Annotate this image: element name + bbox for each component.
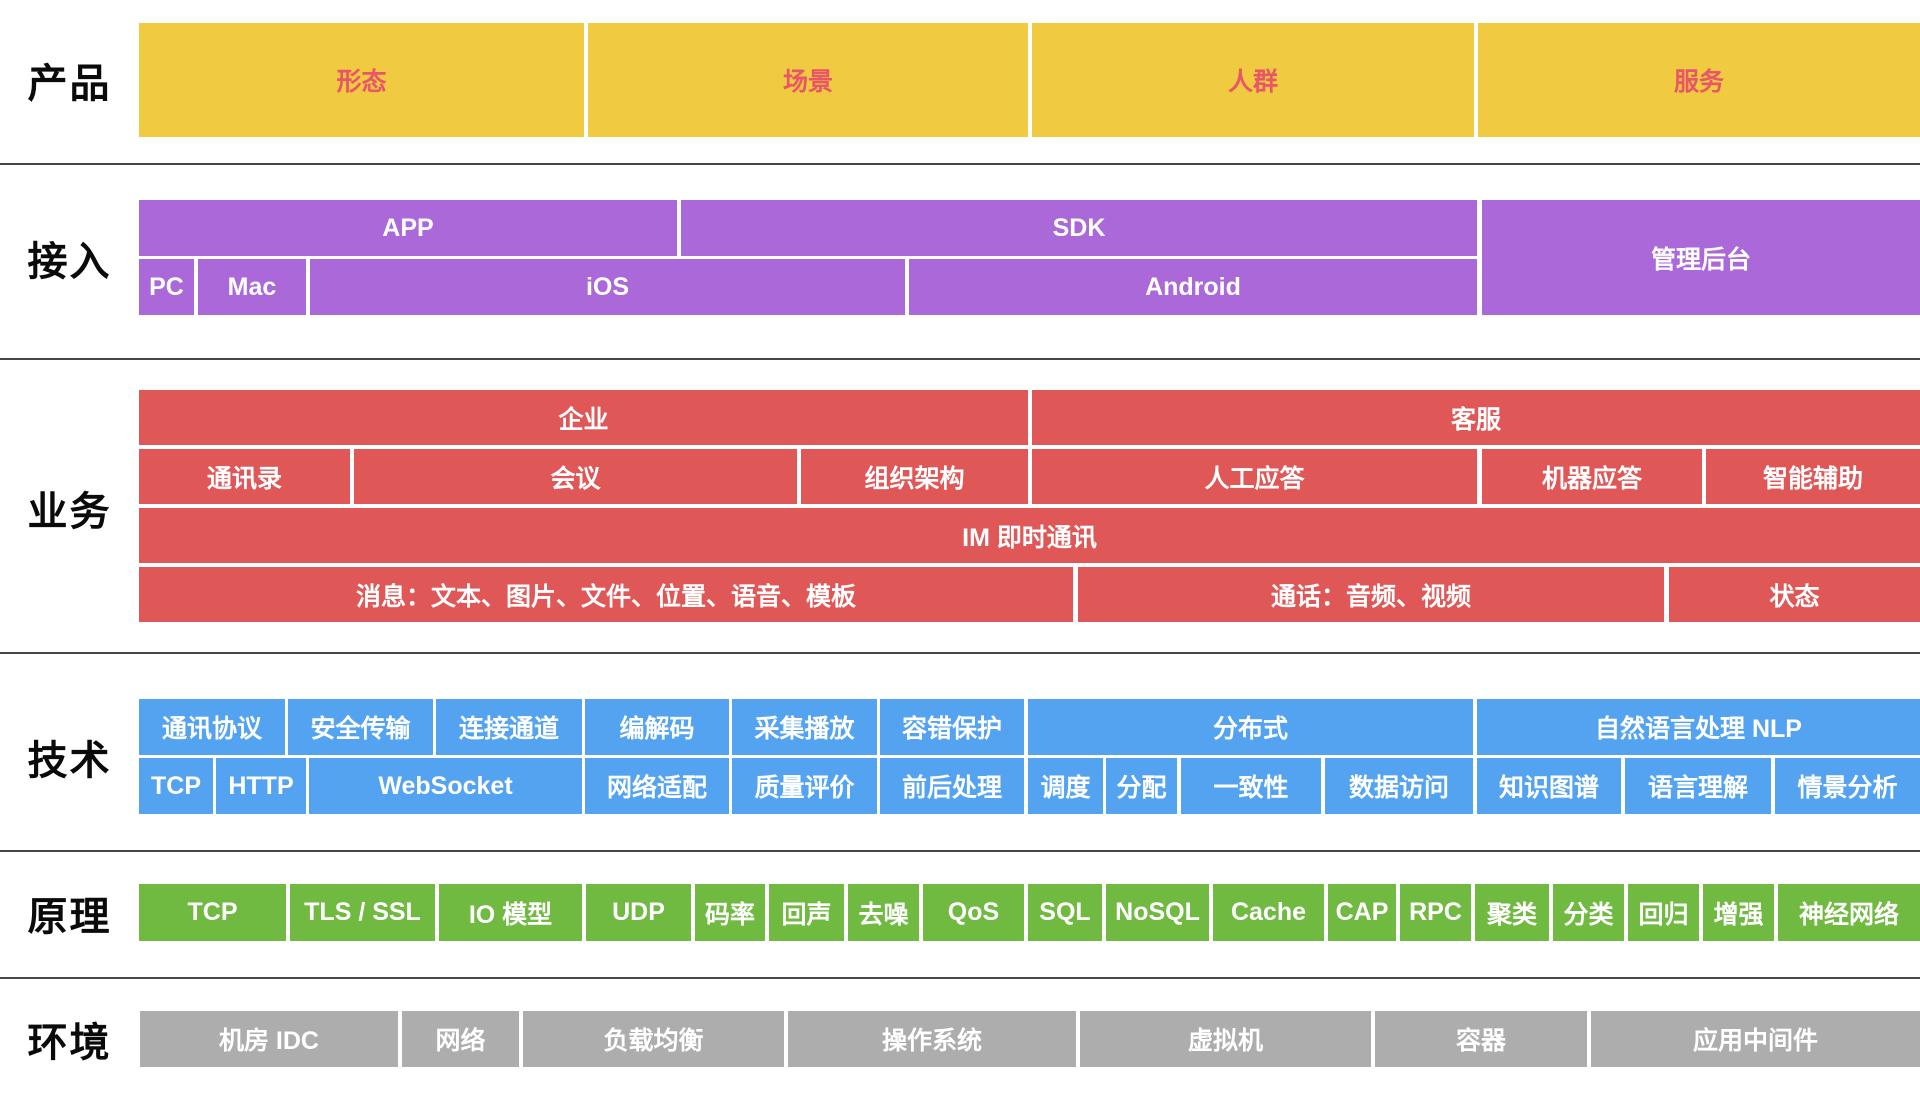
technology-block: 数据访问 — [1325, 758, 1473, 814]
row-label-product: 产品 — [27, 62, 112, 106]
access-block: APP — [139, 200, 677, 256]
principle-block: UDP — [586, 884, 691, 941]
principle-block: 分类 — [1553, 884, 1624, 941]
divider-line — [0, 652, 1920, 654]
principle-block: 神经网络 — [1778, 884, 1920, 941]
access-block: Mac — [198, 259, 306, 315]
business-block: IM 即时通讯 — [139, 508, 1920, 563]
principle-block: SQL — [1028, 884, 1102, 941]
technology-block: 情景分析 — [1775, 758, 1920, 814]
technology-block: 分布式 — [1028, 699, 1473, 755]
technology-block: 语言理解 — [1625, 758, 1771, 814]
row-label-environment: 环境 — [27, 1021, 112, 1065]
principle-block: NoSQL — [1106, 884, 1209, 941]
technology-block: 采集播放 — [732, 699, 877, 755]
divider-line — [0, 163, 1920, 165]
business-block: 通话：音频、视频 — [1078, 567, 1664, 622]
access-block: 管理后台 — [1482, 200, 1920, 315]
principle-block: RPC — [1400, 884, 1471, 941]
divider-line — [0, 850, 1920, 852]
business-block: 状态 — [1669, 567, 1920, 622]
business-block: 企业 — [139, 390, 1028, 445]
principle-block: 回声 — [769, 884, 844, 941]
principle-block: QoS — [923, 884, 1024, 941]
environment-block: 容器 — [1375, 1011, 1587, 1067]
business-block: 智能辅助 — [1706, 449, 1920, 504]
technology-block: 自然语言处理 NLP — [1477, 699, 1920, 755]
principle-block: TLS / SSL — [290, 884, 435, 941]
principle-block: 聚类 — [1475, 884, 1549, 941]
principle-block: IO 模型 — [439, 884, 582, 941]
business-block: 机器应答 — [1482, 449, 1702, 504]
technology-block: 安全传输 — [288, 699, 433, 755]
access-block: SDK — [681, 200, 1477, 256]
principle-block: CAP — [1328, 884, 1396, 941]
divider-line — [0, 977, 1920, 979]
business-block: 消息：文本、图片、文件、位置、语音、模板 — [139, 567, 1073, 622]
principle-block: 回归 — [1628, 884, 1699, 941]
technology-block: 前后处理 — [880, 758, 1024, 814]
technology-block: 分配 — [1106, 758, 1177, 814]
technology-block: 一致性 — [1181, 758, 1321, 814]
technology-block: 网络适配 — [585, 758, 729, 814]
technology-block: 容错保护 — [880, 699, 1024, 755]
principle-block: TCP — [139, 884, 286, 941]
product-block: 形态 — [139, 23, 584, 137]
technology-block: 编解码 — [585, 699, 729, 755]
business-block: 人工应答 — [1032, 449, 1477, 504]
environment-block: 虚拟机 — [1080, 1011, 1371, 1067]
business-block: 通讯录 — [139, 449, 350, 504]
technology-block: 连接通道 — [436, 699, 582, 755]
environment-block: 应用中间件 — [1591, 1011, 1920, 1067]
technology-block: TCP — [139, 758, 213, 814]
technology-block: HTTP — [216, 758, 306, 814]
access-block: PC — [139, 259, 194, 315]
principle-block: 去噪 — [848, 884, 919, 941]
principle-block: 增强 — [1703, 884, 1774, 941]
environment-block: 操作系统 — [788, 1011, 1076, 1067]
access-block: iOS — [310, 259, 905, 315]
row-label-business: 业务 — [27, 490, 112, 534]
environment-block: 网络 — [402, 1011, 519, 1067]
technology-block: WebSocket — [309, 758, 582, 814]
row-label-technology: 技术 — [27, 739, 112, 783]
principle-block: Cache — [1213, 884, 1324, 941]
divider-line — [0, 358, 1920, 360]
row-label-principle: 原理 — [27, 895, 112, 939]
business-block: 客服 — [1032, 390, 1920, 445]
product-block: 服务 — [1478, 23, 1920, 137]
principle-block: 码率 — [695, 884, 765, 941]
technology-block: 通讯协议 — [139, 699, 285, 755]
environment-block: 机房 IDC — [140, 1011, 398, 1067]
product-block: 人群 — [1032, 23, 1474, 137]
access-block: Android — [909, 259, 1477, 315]
business-block: 组织架构 — [801, 449, 1028, 504]
environment-block: 负载均衡 — [523, 1011, 784, 1067]
row-label-access: 接入 — [27, 240, 112, 284]
technology-block: 调度 — [1028, 758, 1103, 814]
business-block: 会议 — [354, 449, 797, 504]
technology-block: 质量评价 — [732, 758, 877, 814]
technology-block: 知识图谱 — [1477, 758, 1621, 814]
product-block: 场景 — [588, 23, 1028, 137]
